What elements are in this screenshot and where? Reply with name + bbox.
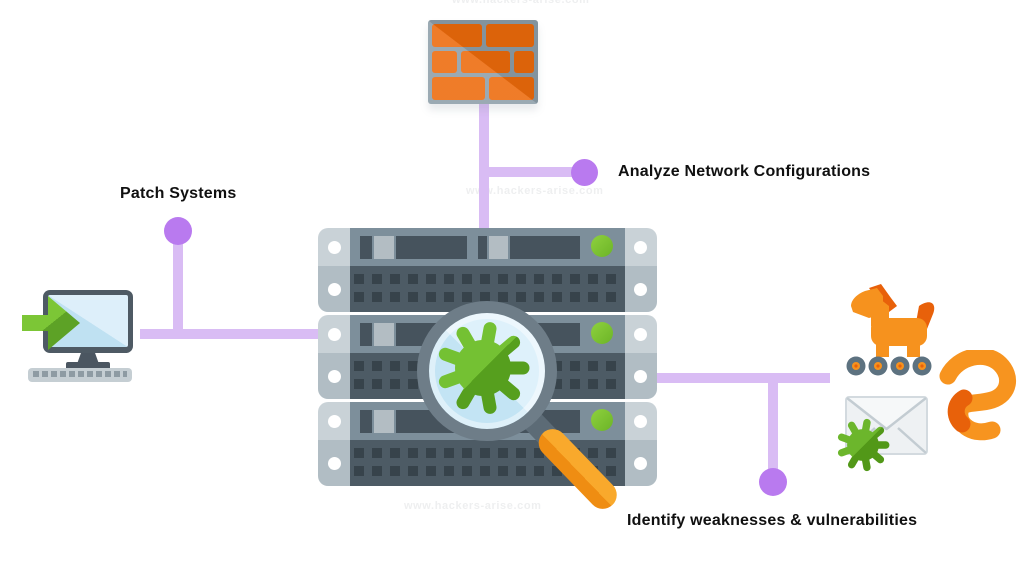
connector-dot-analyze <box>571 159 598 186</box>
analyze-network-label: Analyze Network Configurations <box>618 163 871 180</box>
server-unit <box>318 228 657 312</box>
firewall-brick-row <box>432 50 534 74</box>
connector-firewall-to-rack <box>479 100 489 232</box>
drive-bay <box>374 410 394 433</box>
screw <box>328 457 341 470</box>
connector-dot-patch <box>164 217 192 245</box>
monitor-stand-base <box>66 362 110 370</box>
brick <box>432 77 485 101</box>
screw <box>328 283 341 296</box>
connector-dot-identify <box>759 468 787 496</box>
connector-identify-vertical <box>768 378 778 470</box>
brick <box>514 50 534 74</box>
screw <box>634 241 647 254</box>
drive-bay <box>374 236 394 259</box>
brick <box>432 24 483 47</box>
drive-bay <box>360 236 372 259</box>
email-virus-icon <box>837 418 890 472</box>
firewall-brick-row <box>432 77 534 101</box>
connector-patch-vertical <box>173 240 183 334</box>
screw <box>634 415 647 428</box>
drive-bay <box>360 410 372 433</box>
screw <box>634 457 647 470</box>
screw <box>634 328 647 341</box>
server-rack-icon <box>318 228 657 486</box>
drive-bay <box>360 323 372 346</box>
screw <box>634 283 647 296</box>
brick <box>486 24 534 47</box>
drive-bay <box>489 236 508 259</box>
screw <box>328 370 341 383</box>
watermark: www.hackers-arise.com <box>466 185 604 197</box>
status-led <box>591 409 613 431</box>
patch-systems-label: Patch Systems <box>120 185 237 202</box>
firewall-icon <box>428 20 538 104</box>
keyboard <box>28 368 132 382</box>
identify-weaknesses-label: Identify weaknesses & vulnerabilities <box>627 512 918 529</box>
status-led <box>591 235 613 257</box>
screw <box>328 415 341 428</box>
vent-row <box>354 466 622 476</box>
status-led <box>591 322 613 344</box>
keyboard-keys <box>33 371 127 377</box>
vent-row <box>354 448 622 458</box>
connector-rack-to-malware <box>654 373 830 383</box>
trojan-wheels <box>846 356 932 376</box>
patch-arrow-icon <box>22 296 80 350</box>
brick <box>488 77 534 101</box>
virus-icon <box>438 322 530 414</box>
vent-row <box>354 274 622 284</box>
brick <box>432 50 457 74</box>
screw <box>634 370 647 383</box>
connector-computer-to-rack <box>140 329 320 339</box>
worm-icon <box>939 350 1016 441</box>
screw <box>328 241 341 254</box>
firewall-brick-row <box>432 24 534 47</box>
connector-branch-analyze <box>479 167 575 177</box>
drive-bay <box>478 236 487 259</box>
screw <box>328 328 341 341</box>
watermark: www.hackers-arise.com <box>452 0 590 6</box>
trojan-horse-icon <box>846 284 935 376</box>
watermark: www.hackers-arise.com <box>404 500 542 512</box>
vent-row <box>354 292 622 302</box>
brick <box>460 50 511 74</box>
firewall-shine-overlay <box>428 20 538 104</box>
drive-bay <box>374 323 394 346</box>
drive-bay <box>396 236 467 259</box>
monitor-stand-neck <box>77 353 99 364</box>
drive-bay <box>510 236 580 259</box>
